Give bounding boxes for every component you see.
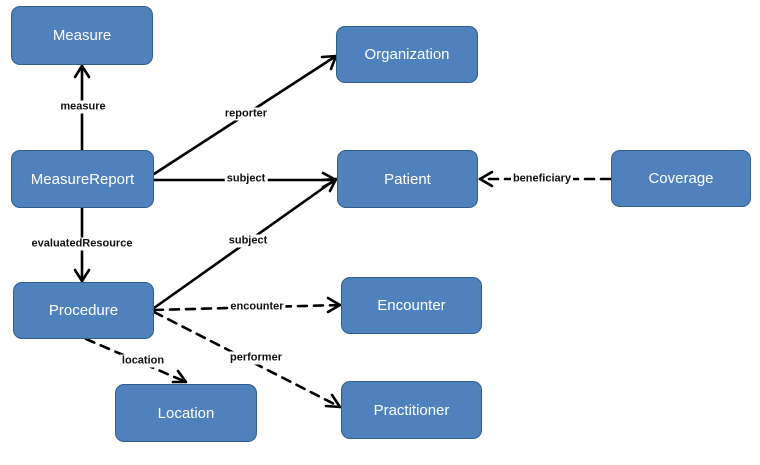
node-patient[interactable]: Patient: [337, 150, 478, 208]
edge-beneficiary-arrowhead: [478, 170, 494, 188]
edge-label-subject-report: subject: [224, 172, 268, 186]
edge-label-subject-procedure: subject: [226, 234, 270, 248]
edge-label-measure: measure: [58, 100, 108, 114]
node-encounter[interactable]: Encounter: [341, 277, 482, 334]
edge-label-reporter: reporter: [222, 107, 270, 121]
node-practitioner[interactable]: Practitioner: [341, 381, 482, 439]
edge-measure-arrowhead: [73, 64, 91, 79]
node-procedure[interactable]: Procedure: [13, 282, 154, 339]
edge-encounter-arrowhead: [326, 296, 342, 314]
node-organization[interactable]: Organization: [336, 26, 478, 83]
edge-label-evaluated-resource: evaluatedResource: [29, 237, 135, 251]
edge-location-arrowhead: [171, 369, 188, 384]
edge-evaluated-resource-arrowhead: [73, 268, 91, 283]
node-coverage[interactable]: Coverage: [611, 150, 751, 207]
edge-label-beneficiary: beneficiary: [510, 172, 574, 186]
edge-encounter-line: [152, 303, 342, 312]
node-measure[interactable]: Measure: [11, 6, 153, 65]
node-measure-report[interactable]: MeasureReport: [11, 150, 154, 208]
edge-performer-arrowhead: [324, 393, 342, 409]
edge-label-encounter: encounter: [228, 300, 286, 314]
edge-label-location: location: [119, 354, 167, 368]
edge-label-performer: performer: [228, 351, 284, 365]
node-location[interactable]: Location: [115, 384, 257, 442]
edge-subject-procedure-arrowhead: [320, 177, 338, 193]
